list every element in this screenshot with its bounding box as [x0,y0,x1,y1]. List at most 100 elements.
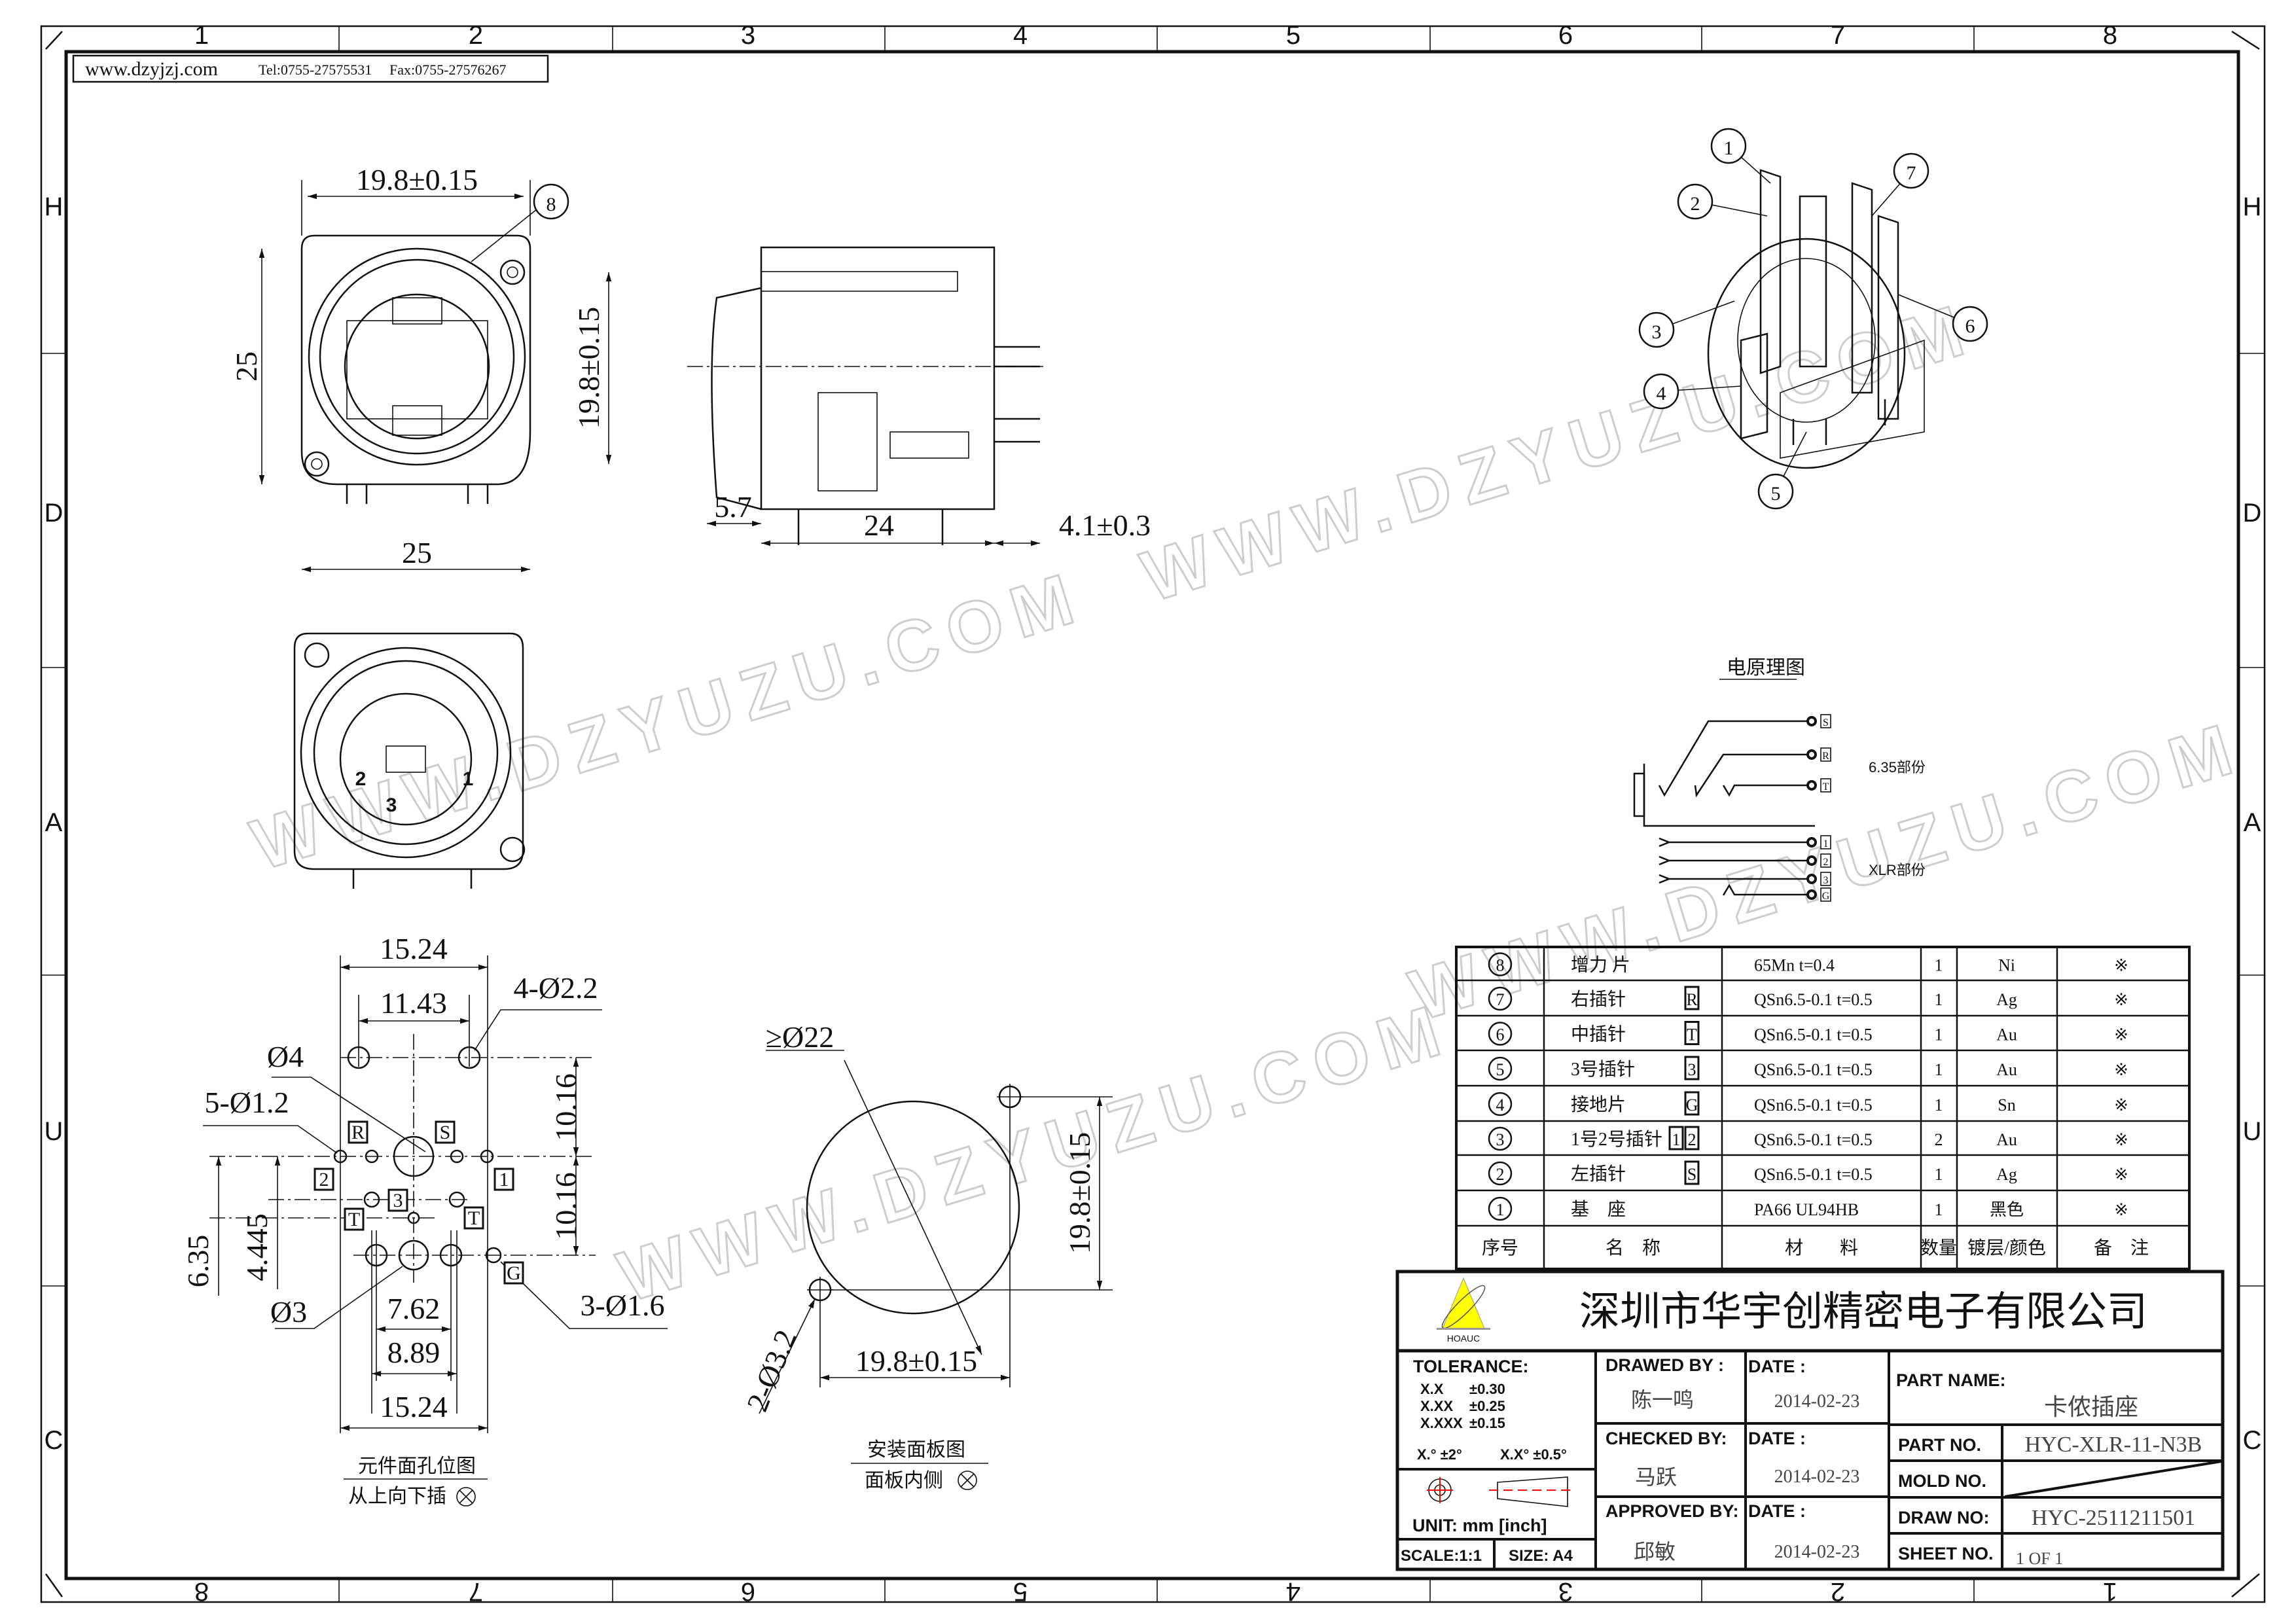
hole-spacing-inner: 7.62 [387,1292,440,1325]
bom-note: ※ [2114,956,2128,975]
bom-material: QSn6.5-0.1 t=0.5 [1754,1096,1873,1115]
zone-column-label: 8 [194,1577,209,1606]
tolerance-value: ±0.15 [1469,1415,1505,1431]
bom-note: ※ [2114,1130,2128,1149]
terminal-icon [1806,837,1817,847]
rear-pin-label: 2 [355,768,367,790]
zone-row-label: D [45,499,63,527]
panel-horizontal-dim: 19.8±0.15 [855,1344,977,1378]
terminal-icon [1806,749,1817,760]
pin-tag-r: R [351,1122,365,1143]
bom-qty: 1 [1935,956,1943,975]
watermark: WWW.DZYUZU.COM [243,556,1093,885]
bom-finish: Sn [1998,1096,2015,1115]
bom-note: ※ [2114,1200,2128,1219]
panel-inside-icon [958,1471,977,1490]
logo-brand: HOAUC [1447,1333,1480,1344]
bom-header: 备 注 [2094,1238,2149,1258]
front-height-dim: 25 [230,351,263,382]
contact-header: www.dzyjzj.com Tel:0755-27575531 Fax:075… [72,54,549,83]
bom-qty: 1 [1935,1096,1943,1115]
bom-item-name: 左插针 [1571,1164,1626,1185]
panel-holes-dim: 2-Ø3.2 [740,1325,803,1416]
pin-tags: R S 2 1 3 T T G [314,1120,524,1285]
balloon-label: 1 [1724,137,1734,159]
bom-material: QSn6.5-0.1 t=0.5 [1754,990,1873,1009]
approved-by-label: APPROVED BY: [1605,1501,1739,1521]
balloon-5 [1757,473,1794,510]
zone-column-label: 5 [1013,1577,1028,1606]
hole-vert-lower: 10.16 [549,1172,583,1240]
fax-text: Fax:0755-27576267 [389,62,506,78]
pcb-hole-layout: 15.24 11.43 10.16 10.16 6.35 4.445 Ø4 5-… [181,932,668,1507]
bom-pin-tag: 1 [1672,1130,1681,1149]
panel-subcaption: 面板内侧 [865,1470,943,1491]
company-name: 深圳市华宇创精密电子有限公司 [1579,1287,2147,1335]
balloon-3 [1638,312,1675,348]
zone-column-label: 2 [469,21,483,50]
part-no-label: PART NO. [1898,1435,1981,1455]
terminal-icon [1806,780,1817,791]
part-name: 卡侬插座 [2044,1394,2138,1420]
balloon-1 [1710,128,1747,164]
bom-finish: Ag [1996,990,2017,1009]
jack-section-label: 6.35部份 [1869,759,1926,776]
draw-no: HYC-2511211501 [2032,1506,2196,1530]
tel-text: Tel:0755-27575531 [259,62,372,78]
hole-vert-upper: 10.16 [549,1073,583,1141]
bom-item-no: 2 [1496,1165,1505,1184]
tolerance-value: ±0.30 [1469,1381,1505,1397]
bom-finish: Au [1996,1026,2017,1044]
bom-item-no: 8 [1496,956,1505,975]
checked-by-label: CHECKED BY: [1605,1429,1727,1448]
panel-caption: 安装面板图 [867,1439,965,1461]
scale-label: SCALE:1:1 [1401,1547,1482,1565]
date-label: DATE : [1748,1357,1806,1376]
front-pin-span-dim: 19.8±0.15 [572,307,605,429]
insert-direction-icon [456,1487,476,1507]
balloon-label: 8 [547,194,556,215]
tolerance-key: X.XXX [1420,1415,1463,1431]
balloon-label: 2 [1691,193,1700,215]
sheet-no: 1 OF 1 [2016,1549,2063,1568]
tolerance-key: X.XX [1420,1398,1453,1414]
terminal-label: R [1822,751,1829,762]
draw-no-label: DRAW NO: [1898,1508,1989,1527]
balloon-label: 5 [1771,483,1781,505]
bom-material: QSn6.5-0.1 t=0.5 [1754,1060,1873,1079]
watermark: WWW.DZYUZU.COM [609,988,1460,1317]
bom-item-no: 5 [1496,1060,1505,1079]
zone-row-label: A [2244,808,2261,837]
bom-item-name: 1号2号插针 [1571,1129,1662,1150]
zone-column-label: 3 [741,21,755,50]
approved-by: 邱敏 [1634,1540,1676,1563]
hole-spacing-outer: 8.89 [387,1336,440,1369]
zone-column-label: 6 [741,1577,755,1606]
drawed-by-label: DRAWED BY : [1605,1355,1724,1375]
pin-tag-3: 3 [393,1190,403,1211]
zone-row-label: D [2243,499,2262,527]
bom-note: ※ [2114,1165,2128,1184]
side-body-dim: 24 [864,508,894,542]
bom-note: ※ [2114,990,2128,1009]
terminal-icon [1806,889,1817,900]
bom-header: 序号 [1482,1238,1518,1258]
terminal-label: 2 [1823,857,1829,868]
bom-header: 材 料 [1785,1238,1858,1258]
zone-row-label: C [2243,1426,2262,1455]
bom-qty: 1 [1935,1026,1943,1044]
zone-column-label: 4 [1286,1577,1300,1606]
rear-pin-label: 1 [463,768,474,790]
terminal-label: S [1823,717,1829,728]
pin-tag-1: 1 [499,1169,509,1190]
zone-column-label: 5 [1286,21,1300,50]
bom-finish: Au [1996,1130,2017,1149]
hole-small-dia: 5-Ø1.2 [204,1086,289,1119]
angle-tolerance: X.X° ±0.5° [1500,1446,1567,1463]
bom-material: QSn6.5-0.1 t=0.5 [1754,1165,1873,1184]
